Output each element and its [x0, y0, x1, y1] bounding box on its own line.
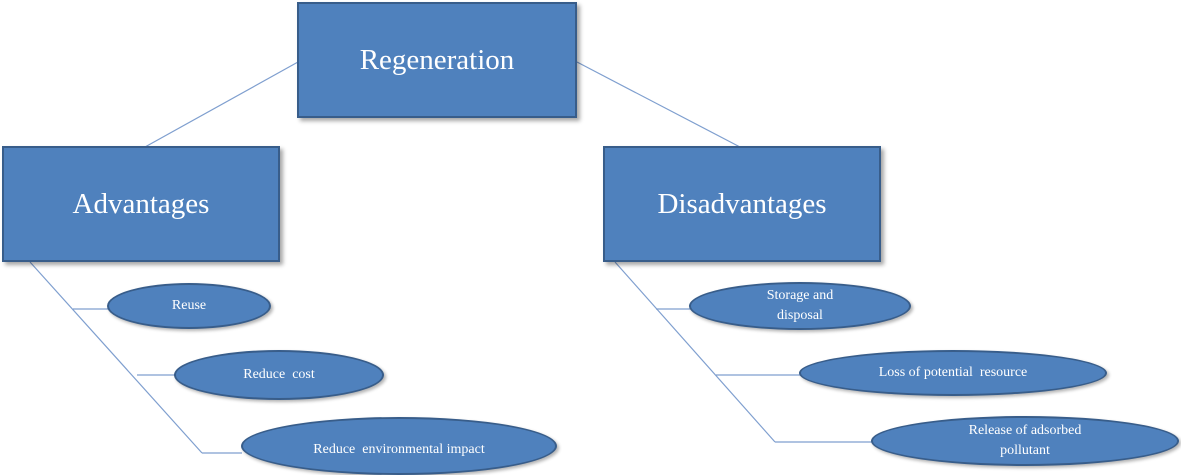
- disadvantage-item-release-of-adsorbed-pollutant: Release of adsorbed pollutant: [871, 416, 1179, 466]
- root-node: Regeneration: [297, 2, 577, 118]
- connector-advantages-trunk: [29, 261, 203, 454]
- advantage-item-reuse: Reuse: [107, 283, 271, 329]
- disadvantage-item-storage-and-disposal: Storage and disposal: [689, 282, 911, 330]
- disadvantages-node: Disadvantages: [603, 146, 881, 262]
- advantage-item-label: Reuse: [171, 298, 207, 313]
- advantage-item-reduce-cost: Reduce cost: [174, 350, 384, 400]
- advantages-node-label: Advantages: [72, 187, 210, 220]
- advantage-item-label: Reduce cost: [243, 367, 315, 382]
- advantage-item-reduce-environmental-impact: Reduce environmental impact: [241, 417, 557, 475]
- disadvantage-item-label: Release of adsorbed pollutant: [968, 423, 1082, 458]
- advantages-node: Advantages: [2, 146, 280, 262]
- root-node-label: Regeneration: [359, 43, 515, 76]
- advantage-item-label: Reduce environmental impact: [313, 442, 485, 457]
- connector-root-disadvantages: [576, 61, 741, 148]
- disadvantage-item-loss-of-potential-resource: Loss of potential resource: [799, 350, 1107, 396]
- connector-disadvantages-trunk: [614, 261, 776, 443]
- disadvantage-item-label: Storage and disposal: [766, 288, 834, 323]
- disadvantages-node-label: Disadvantages: [657, 187, 827, 220]
- disadvantage-item-label: Loss of potential resource: [878, 365, 1028, 380]
- connector-root-advantages: [144, 61, 299, 148]
